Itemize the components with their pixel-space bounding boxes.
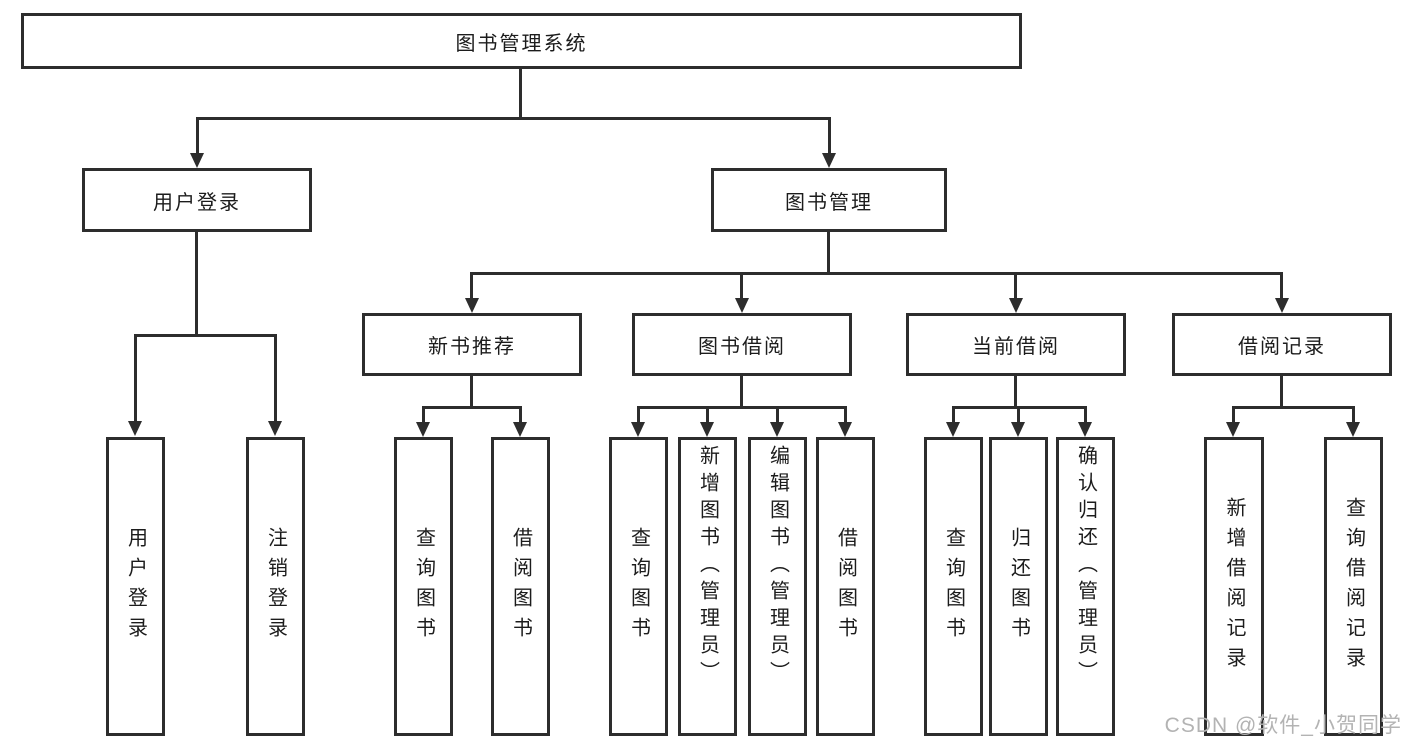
arrow-down-icon — [1346, 422, 1360, 437]
connector-line — [1084, 406, 1087, 424]
arrow-down-icon — [1009, 298, 1023, 313]
arrow-down-icon — [190, 153, 204, 168]
connector-line — [637, 406, 640, 424]
leaf-label: 注销登录 — [264, 526, 287, 647]
node-book-borrowing: 图书借阅 — [632, 313, 852, 376]
connector-line — [1017, 406, 1020, 424]
node-label: 借阅记录 — [1238, 336, 1326, 358]
connector-line — [1014, 272, 1017, 300]
leaf-label: 归还图书 — [1007, 526, 1030, 647]
arrow-down-icon — [1011, 422, 1025, 437]
connector-line — [740, 376, 743, 409]
leaf-label: 查询图书 — [627, 526, 650, 647]
arrow-down-icon — [770, 422, 784, 437]
leaf-label: 借阅图书 — [509, 526, 532, 647]
node-user-login: 用户登录 — [82, 168, 312, 232]
leaf-query-borrow-record: 查询借阅记录 — [1324, 437, 1383, 736]
connector-line — [470, 376, 473, 409]
leaf-logout: 注销登录 — [246, 437, 305, 736]
leaf-query-books-recommend: 查询图书 — [394, 437, 453, 736]
arrow-down-icon — [822, 153, 836, 168]
leaf-borrow-books-recommend: 借阅图书 — [491, 437, 550, 736]
connector-line — [706, 406, 709, 424]
node-current-borrowing: 当前借阅 — [906, 313, 1126, 376]
arrow-down-icon — [513, 422, 527, 437]
connector-line — [827, 232, 830, 275]
connector-line — [1280, 376, 1283, 409]
leaf-label: 借阅图书 — [834, 526, 857, 647]
leaf-add-borrow-record: 新增借阅记录 — [1204, 437, 1264, 736]
arrow-down-icon — [268, 421, 282, 436]
connector-line — [1232, 406, 1235, 424]
leaf-label: 确认归还（管理员） — [1074, 445, 1097, 688]
connector-line — [195, 232, 198, 336]
connector-line — [828, 117, 831, 155]
leaf-label: 查询借阅记录 — [1342, 496, 1365, 677]
leaf-label: 新增借阅记录 — [1223, 496, 1245, 677]
connector-line — [637, 406, 847, 409]
connector-line — [470, 272, 1283, 275]
leaf-confirm-return-admin: 确认归还（管理员） — [1056, 437, 1115, 736]
leaf-add-books-admin: 新增图书（管理员） — [678, 437, 737, 736]
connector-line — [844, 406, 847, 424]
arrow-down-icon — [700, 422, 714, 437]
node-borrowing-records: 借阅记录 — [1172, 313, 1392, 376]
csdn-watermark: CSDN @软件_小贺同学 — [1164, 714, 1402, 737]
connector-line — [740, 272, 743, 300]
connector-line — [952, 406, 955, 424]
connector-line — [134, 334, 137, 422]
arrow-down-icon — [1275, 298, 1289, 313]
arrow-down-icon — [631, 422, 645, 437]
connector-line — [274, 334, 277, 422]
leaf-label: 编辑图书（管理员） — [766, 445, 789, 688]
leaf-label: 用户登录 — [124, 526, 147, 647]
leaf-query-books-current: 查询图书 — [924, 437, 983, 736]
leaf-user-login: 用户登录 — [106, 437, 165, 736]
node-label: 新书推荐 — [428, 336, 516, 358]
connector-line — [1352, 406, 1355, 424]
arrow-down-icon — [128, 421, 142, 436]
leaf-return-books: 归还图书 — [989, 437, 1048, 736]
node-label: 用户登录 — [153, 191, 241, 214]
connector-line — [1232, 406, 1354, 409]
node-label: 当前借阅 — [972, 336, 1060, 358]
connector-line — [776, 406, 779, 424]
connector-line — [196, 117, 199, 155]
node-label: 图书管理 — [785, 191, 873, 214]
leaf-label: 新增图书（管理员） — [696, 445, 719, 688]
node-book-management: 图书管理 — [711, 168, 947, 232]
leaf-label: 查询图书 — [942, 526, 965, 647]
connector-line — [1280, 272, 1283, 300]
connector-line — [422, 406, 425, 424]
leaf-edit-books-admin: 编辑图书（管理员） — [748, 437, 807, 736]
arrow-down-icon — [735, 298, 749, 313]
node-label: 图书借阅 — [698, 336, 786, 358]
leaf-label: 查询图书 — [412, 526, 435, 647]
arrow-down-icon — [946, 422, 960, 437]
leaf-query-books-borrow: 查询图书 — [609, 437, 668, 736]
node-label: 图书管理系统 — [455, 32, 588, 55]
connector-line — [1014, 376, 1017, 409]
connector-line — [134, 334, 277, 337]
arrow-down-icon — [838, 422, 852, 437]
connector-line — [519, 406, 522, 424]
connector-line — [519, 69, 522, 119]
arrow-down-icon — [465, 298, 479, 313]
connector-line — [470, 272, 473, 300]
connector-line — [196, 117, 831, 120]
node-new-book-recommendation: 新书推荐 — [362, 313, 582, 376]
connector-line — [422, 406, 522, 409]
arrow-down-icon — [1226, 422, 1240, 437]
arrow-down-icon — [416, 422, 430, 437]
node-library-management-system: 图书管理系统 — [21, 13, 1022, 69]
arrow-down-icon — [1078, 422, 1092, 437]
leaf-borrow-books: 借阅图书 — [816, 437, 875, 736]
